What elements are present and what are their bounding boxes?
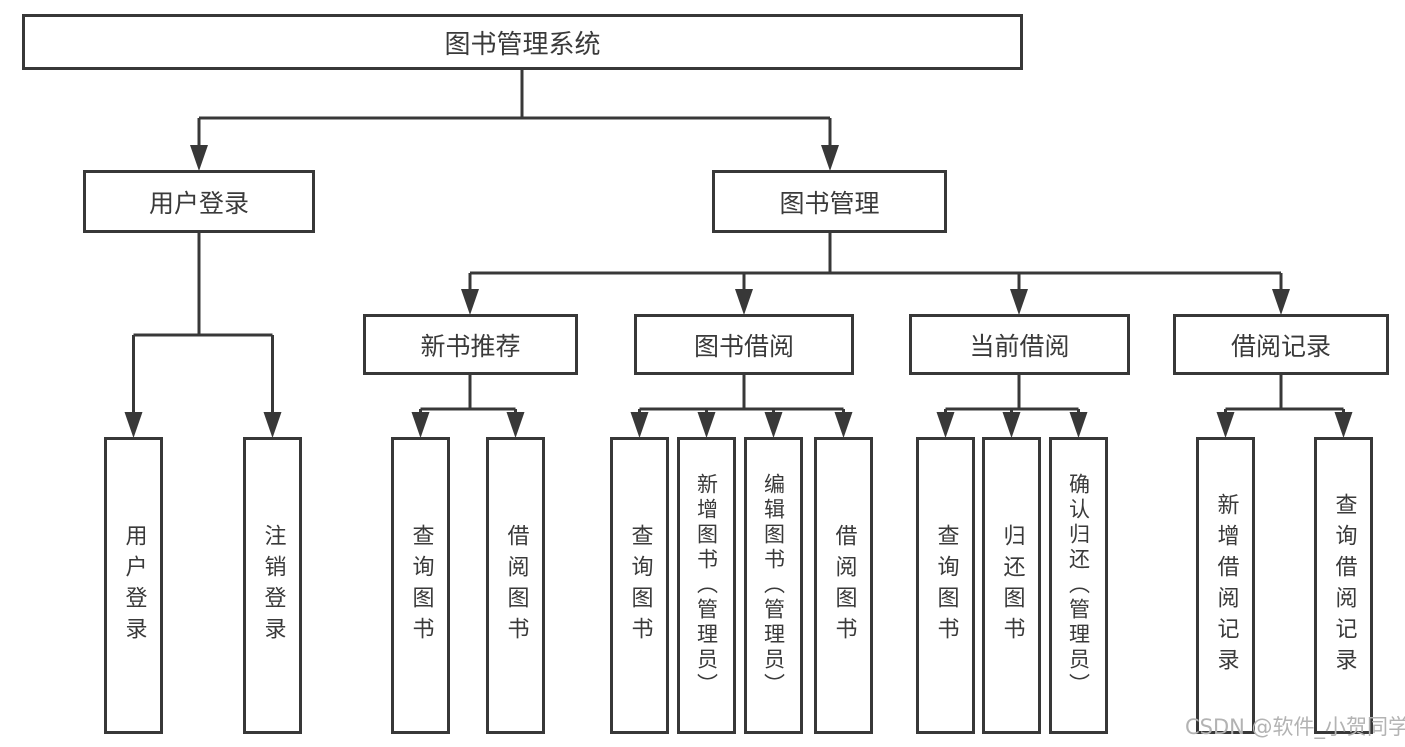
leaf-confirm-return-admin: 确认归还（管理员） xyxy=(1049,437,1108,734)
connector-curborrow-to-leaves xyxy=(944,375,1080,414)
leaf-label: 新增图书（管理员） xyxy=(694,473,719,698)
leaf-edit-books-admin: 编辑图书（管理员） xyxy=(744,437,803,734)
arrow-down-icon xyxy=(834,412,853,438)
leaf-label: 借阅图书 xyxy=(831,523,857,648)
leaf-borrow-books: 借阅图书 xyxy=(814,437,873,734)
connector-userlogin-to-leaves xyxy=(132,233,274,414)
arrowheads-level2 xyxy=(190,145,839,171)
node-new-book-recommendation: 新书推荐 xyxy=(363,314,578,375)
node-user-login: 用户登录 xyxy=(83,170,315,233)
arrow-down-icon xyxy=(764,412,783,438)
arrowheads-userlogin-leaves xyxy=(124,412,282,438)
leaf-query-books: 查询图书 xyxy=(391,437,450,734)
watermark: CSDN @软件_小贺同学 xyxy=(1185,715,1405,739)
node-label: 新书推荐 xyxy=(420,331,521,361)
arrow-down-icon xyxy=(1069,412,1088,438)
arrow-down-icon xyxy=(190,145,208,171)
arrow-down-icon xyxy=(1334,412,1353,438)
leaf-borrow-books: 借阅图书 xyxy=(486,437,545,734)
arrow-down-icon xyxy=(1216,412,1235,438)
leaf-label: 新增借阅记录 xyxy=(1213,492,1239,679)
arrowheads-borrowrec-leaves xyxy=(1216,412,1353,438)
leaf-label: 查询图书 xyxy=(627,523,653,648)
connector-newbook-to-leaves xyxy=(419,375,517,414)
node-library-management-system: 图书管理系统 xyxy=(22,14,1023,70)
leaf-query-borrow-record: 查询借阅记录 xyxy=(1314,437,1373,734)
node-book-borrowing: 图书借阅 xyxy=(634,314,854,375)
node-label: 用户登录 xyxy=(148,188,249,218)
leaf-logout: 注销登录 xyxy=(243,437,302,734)
arrow-down-icon xyxy=(506,412,525,438)
leaf-label: 注销登录 xyxy=(260,523,286,648)
leaf-label: 归还图书 xyxy=(999,523,1025,648)
node-label: 图书管理系统 xyxy=(444,29,601,60)
node-label: 图书管理 xyxy=(779,188,880,218)
leaf-label: 查询图书 xyxy=(933,523,959,648)
leaf-add-borrow-record: 新增借阅记录 xyxy=(1196,437,1255,734)
leaf-query-books: 查询图书 xyxy=(916,437,975,734)
leaf-query-books: 查询图书 xyxy=(610,437,669,734)
arrow-down-icon xyxy=(735,289,753,315)
arrowheads-bookborrow-leaves xyxy=(630,412,853,438)
arrow-down-icon xyxy=(821,145,839,171)
leaf-user-login: 用户登录 xyxy=(104,437,163,734)
arrowheads-newbook-leaves xyxy=(411,412,525,438)
connector-root-to-level2 xyxy=(197,70,832,147)
connector-bookborrow-to-leaves xyxy=(638,375,845,414)
node-book-management: 图书管理 xyxy=(712,170,947,233)
arrow-down-icon xyxy=(461,289,479,315)
arrow-down-icon xyxy=(411,412,430,438)
leaf-label: 查询借阅记录 xyxy=(1331,492,1357,679)
leaf-label: 借阅图书 xyxy=(503,523,529,648)
arrowheads-curborrow-leaves xyxy=(936,412,1088,438)
leaf-label: 编辑图书（管理员） xyxy=(761,473,786,698)
node-label: 当前借阅 xyxy=(969,331,1070,361)
leaf-add-books-admin: 新增图书（管理员） xyxy=(677,437,736,734)
arrow-down-icon xyxy=(936,412,955,438)
node-borrowing-records: 借阅记录 xyxy=(1173,314,1389,375)
leaf-label: 确认归还（管理员） xyxy=(1066,473,1091,698)
node-label: 图书借阅 xyxy=(693,331,794,361)
arrow-down-icon xyxy=(697,412,716,438)
arrow-down-icon xyxy=(124,412,143,438)
arrowheads-level3 xyxy=(461,289,1290,315)
leaf-label: 用户登录 xyxy=(121,523,147,648)
node-label: 借阅记录 xyxy=(1230,331,1331,361)
connector-borrowrec-to-leaves xyxy=(1224,375,1345,414)
arrow-down-icon xyxy=(1272,289,1290,315)
node-current-borrowing: 当前借阅 xyxy=(909,314,1130,375)
arrow-down-icon xyxy=(263,412,282,438)
arrow-down-icon xyxy=(1002,412,1021,438)
leaf-label: 查询图书 xyxy=(408,523,434,648)
connector-bookmgmt-to-level3 xyxy=(468,233,1283,291)
arrow-down-icon xyxy=(1010,289,1028,315)
leaf-return-books: 归还图书 xyxy=(982,437,1041,734)
arrow-down-icon xyxy=(630,412,649,438)
